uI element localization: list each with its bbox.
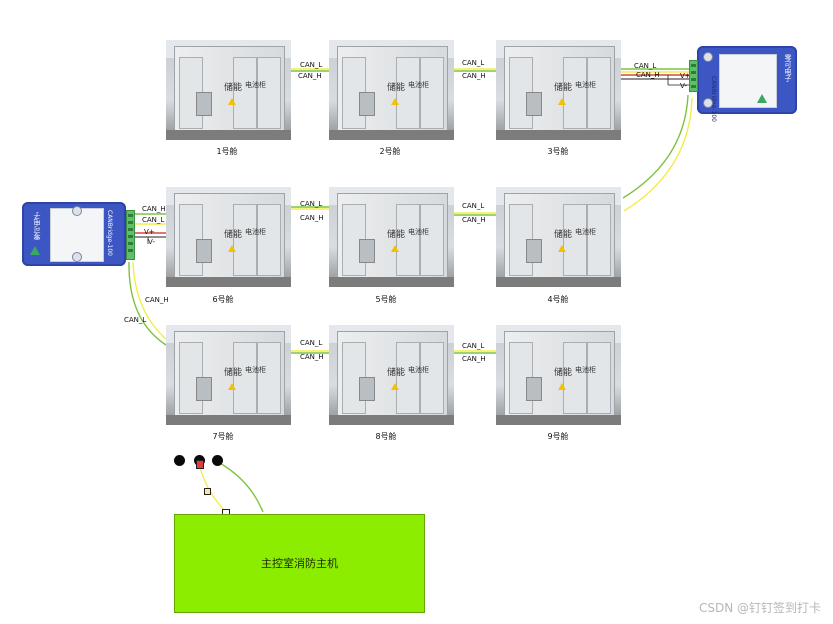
module-brand-label: 零可电子	[784, 54, 792, 82]
label-can-h-5-6: CAN_H	[300, 214, 324, 222]
container-7-caption: 7号舱	[212, 432, 234, 441]
screw-icon	[72, 206, 82, 216]
canbridge-module-left: CANBridge-100 零可电子	[22, 202, 126, 266]
label-can-h-2-3: CAN_H	[462, 72, 486, 80]
screw-icon	[703, 98, 713, 108]
label-can-l-2-3: CAN_L	[462, 59, 485, 67]
container-sign-1: 储能	[554, 83, 573, 93]
container-sign-1: 储能	[387, 230, 406, 240]
label-can-l-5-6: CAN_L	[300, 200, 323, 208]
container-4-photo: 储能 电池柜	[496, 187, 621, 287]
link-8-9	[454, 350, 496, 354]
container-sign-2: 电池柜	[575, 81, 596, 89]
terminal-block-right	[689, 60, 698, 92]
link-3-module	[621, 68, 690, 86]
container-3-photo: 储能 电池柜	[496, 40, 621, 140]
link-2-3	[454, 68, 496, 72]
link-module-4	[622, 94, 693, 212]
label-v-plus-right: V+	[680, 72, 691, 80]
link-7-8	[291, 350, 329, 354]
fire-control-host: 主控室消防主机	[174, 514, 425, 613]
link-4-5	[454, 212, 496, 216]
link-1-2	[291, 68, 329, 72]
container-8-caption: 8号舱	[375, 432, 397, 441]
label-can-h-6-module: CAN_H	[142, 205, 166, 213]
container-sign-1: 储能	[224, 368, 243, 378]
container-7-photo: 储能 电池柜	[166, 325, 291, 425]
container-5-caption: 5号舱	[375, 295, 397, 304]
container-2-caption: 2号舱	[379, 147, 401, 156]
link-6-module	[134, 213, 166, 244]
label-can-h-4-5: CAN_H	[462, 216, 486, 224]
label-v-plus-left: V+	[144, 228, 155, 236]
label-can-l-4-5: CAN_L	[462, 202, 485, 210]
container-sign-2: 电池柜	[575, 228, 596, 236]
container-sign-1: 储能	[554, 230, 573, 240]
module-model-label: CANBridge-100	[106, 210, 113, 256]
label-can-h-module-7: CAN_H	[145, 296, 169, 304]
label-can-l-6-module: CAN_L	[142, 216, 165, 224]
container-3-caption: 3号舱	[547, 147, 569, 156]
label-v-minus-left: V-	[148, 238, 155, 246]
container-sign-2: 电池柜	[245, 228, 266, 236]
brand-logo-icon	[757, 94, 767, 103]
label-can-h-1-2: CAN_H	[298, 72, 322, 80]
label-can-l-7-8: CAN_L	[300, 339, 323, 347]
link-connector-host	[199, 461, 264, 513]
label-can-h-7-8: CAN_H	[300, 353, 324, 361]
label-can-h-8-9: CAN_H	[462, 355, 486, 363]
host-label: 主控室消防主机	[261, 557, 338, 570]
container-sign-2: 电池柜	[408, 366, 429, 374]
container-sign-2: 电池柜	[575, 366, 596, 374]
container-4-caption: 4号舱	[547, 295, 569, 304]
container-6-photo: 储能 电池柜	[166, 187, 291, 287]
module-brand-label: 零可电子	[33, 212, 41, 240]
container-9-caption: 9号舱	[547, 432, 569, 441]
container-6-caption: 6号舱	[212, 295, 234, 304]
screw-icon	[72, 252, 82, 262]
label-can-l-1-2: CAN_L	[300, 61, 323, 69]
watermark: CSDN @钉钉签到打卡	[698, 601, 821, 615]
link-5-6	[291, 206, 329, 210]
terminal-block-left	[126, 210, 135, 260]
connector-terminal-dot	[212, 455, 223, 466]
brand-logo-icon	[30, 246, 40, 255]
container-5-photo: 储能 电池柜	[329, 187, 454, 287]
container-sign-2: 电池柜	[245, 366, 266, 374]
connector-marker-small	[204, 488, 211, 495]
label-can-l-3-module: CAN_L	[634, 62, 657, 70]
container-9-photo: 储能 电池柜	[496, 325, 621, 425]
container-8-photo: 储能 电池柜	[329, 325, 454, 425]
container-sign-2: 电池柜	[245, 81, 266, 89]
container-sign-2: 电池柜	[408, 81, 429, 89]
label-can-h-3-module: CAN_H	[636, 71, 660, 79]
link-module-7	[128, 261, 168, 346]
container-sign-1: 储能	[224, 230, 243, 240]
container-sign-1: 储能	[554, 368, 573, 378]
container-1-caption: 1号舱	[216, 147, 238, 156]
container-sign-1: 储能	[224, 83, 243, 93]
container-sign-2: 电池柜	[408, 228, 429, 236]
container-sign-1: 储能	[387, 83, 406, 93]
label-v-minus-right: V-	[680, 82, 687, 90]
connector-terminal-dot	[174, 455, 185, 466]
label-can-l-8-9: CAN_L	[462, 342, 485, 350]
container-1-photo: 储能 电池柜	[166, 40, 291, 140]
screw-icon	[703, 52, 713, 62]
container-sign-1: 储能	[387, 368, 406, 378]
container-2-photo: 储能 电池柜	[329, 40, 454, 140]
label-can-l-module-7: CAN_L	[124, 316, 147, 324]
canbridge-module-right: CANBridge-100 零可电子	[697, 46, 797, 122]
connector-marker-red	[196, 460, 204, 469]
